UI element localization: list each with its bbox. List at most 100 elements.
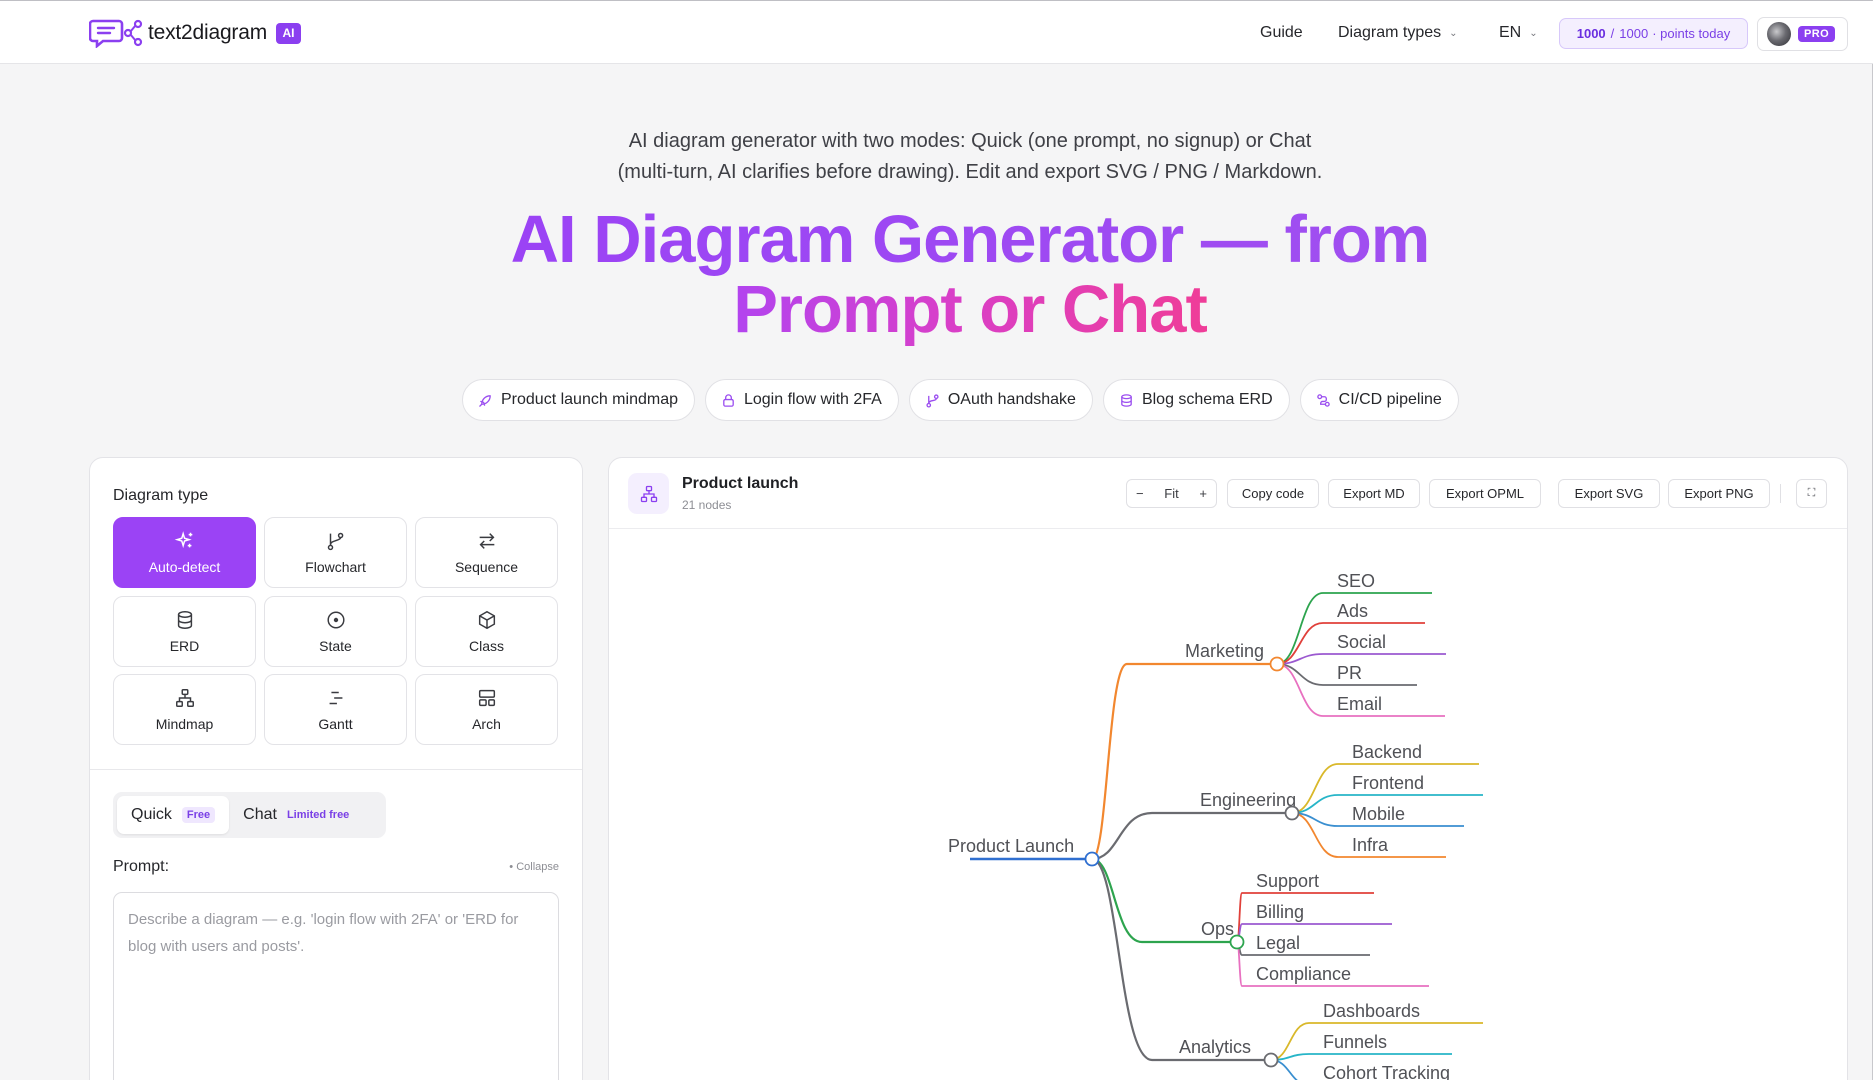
fullscreen-icon[interactable]: ⛶ — [1796, 479, 1827, 508]
branch-icon — [926, 393, 939, 408]
chip-product-launch-mindmap[interactable]: Product launch mindmap — [462, 379, 695, 421]
branch-connector — [1091, 857, 1237, 944]
root-node-circle — [1084, 851, 1100, 867]
brand-name: text2diagram — [148, 21, 267, 44]
mode-quick-label: Quick — [131, 806, 172, 823]
chip-blog-schema-erd[interactable]: Blog schema ERD — [1102, 379, 1290, 421]
pro-badge: PRO — [1798, 26, 1836, 42]
type-flowchart[interactable]: Flowchart — [264, 517, 407, 588]
diagram-canvas-panel: Product launch 21 nodes − Fit + Copy cod… — [608, 457, 1848, 1080]
mode-toggle: Quick Free Chat Limited free — [113, 792, 386, 838]
example-chips: Product launch mindmap Login flow with 2… — [462, 379, 1469, 421]
type-label: Sequence — [454, 559, 519, 575]
type-label: Gantt — [318, 716, 353, 732]
leaf-connector — [1276, 663, 1445, 717]
points-separator: / — [1610, 26, 1615, 41]
collapse-button[interactable]: • Collapse — [509, 861, 559, 873]
nav-guide[interactable]: Guide — [1260, 24, 1303, 42]
mindmap-icon — [628, 473, 669, 514]
hero-title-line1: AI Diagram Generator — from — [510, 202, 1431, 277]
node-leaf: Compliance — [1256, 964, 1351, 984]
chat-diagram-logo-icon — [89, 19, 143, 48]
export-md-button[interactable]: Export MD — [1328, 479, 1420, 508]
type-mindmap[interactable]: Mindmap — [113, 674, 256, 745]
type-gantt[interactable]: Gantt — [264, 674, 407, 745]
brand-logo[interactable]: text2diagram AI — [89, 18, 301, 48]
node-leaf: Legal — [1256, 933, 1300, 953]
points-current: 1000 — [1576, 26, 1606, 41]
zoom-fit-button[interactable]: Fit — [1164, 486, 1179, 501]
chip-label: Product launch mindmap — [501, 391, 678, 408]
diagram-type-label: Diagram type — [113, 487, 209, 504]
chip-login-flow-2fa[interactable]: Login flow with 2FA — [704, 379, 899, 421]
layout-icon — [478, 689, 495, 707]
generator-panel: Diagram type Auto-detect Flowchart Seque… — [89, 457, 583, 1080]
account-menu[interactable]: PRO — [1757, 17, 1848, 51]
mindmap-diagram[interactable]: Product LaunchMarketingSEOAdsSocialPREma… — [609, 458, 1848, 1080]
database-icon — [1121, 393, 1132, 407]
hero-subtitle-line1: AI diagram generator with two modes: Qui… — [628, 130, 1312, 152]
mode-quick-tab[interactable]: Quick Free — [117, 796, 230, 834]
zoom-in-button[interactable]: + — [1199, 486, 1207, 501]
top-navbar: text2diagram AI Guide Diagram types ⌄ EN… — [0, 1, 1873, 64]
points-total: 1000 — [1619, 26, 1649, 41]
prompt-label: Prompt: — [113, 858, 170, 875]
zoom-out-button[interactable]: − — [1136, 486, 1144, 501]
node-leaf: Social — [1337, 632, 1386, 652]
branch-node-circle — [1284, 805, 1300, 821]
node-leaf: Billing — [1256, 902, 1304, 922]
avatar — [1767, 22, 1791, 46]
branch-connector — [1091, 857, 1271, 1062]
language-label: EN — [1499, 24, 1522, 41]
export-png-button[interactable]: Export PNG — [1668, 479, 1770, 508]
language-selector[interactable]: EN ⌄ — [1499, 24, 1538, 42]
chip-label: Login flow with 2FA — [743, 391, 882, 408]
type-state[interactable]: State — [264, 595, 407, 667]
node-leaf: Dashboards — [1323, 1001, 1420, 1021]
export-svg-button[interactable]: Export SVG — [1558, 479, 1660, 508]
type-label: Flowchart — [305, 559, 366, 575]
node-leaf: PR — [1337, 663, 1362, 683]
chip-cicd-pipeline[interactable]: CI/CD pipeline — [1299, 379, 1459, 421]
branch-connector — [1091, 811, 1292, 861]
type-arch[interactable]: Arch — [415, 674, 558, 745]
type-class[interactable]: Class — [415, 595, 558, 667]
type-label: ERD — [169, 637, 200, 654]
chip-oauth-handshake[interactable]: OAuth handshake — [908, 379, 1093, 421]
network-icon — [175, 689, 194, 707]
branch-node-circle — [1269, 656, 1285, 672]
node-branch: Ops — [1201, 919, 1234, 939]
type-sequence[interactable]: Sequence — [415, 517, 558, 588]
type-auto-detect[interactable]: Auto-detect — [113, 517, 256, 588]
gantt-icon — [329, 691, 342, 705]
nav-guide-label: Guide — [1260, 24, 1303, 41]
diagram-title: Product launch — [682, 475, 799, 492]
chip-label: OAuth handshake — [947, 391, 1076, 408]
ai-badge: AI — [276, 22, 301, 44]
leaf-connector — [1270, 1053, 1452, 1061]
node-branch: Marketing — [1185, 641, 1264, 661]
prompt-input[interactable]: Describe a diagram — e.g. 'login flow wi… — [113, 892, 559, 1080]
hero-subtitle-line2: (multi-turn, AI clarifies before drawing… — [617, 161, 1323, 183]
canvas-toolbar: Product launch 21 nodes − Fit + Copy cod… — [609, 458, 1847, 529]
mode-chat-tab[interactable]: Chat Limited free — [229, 796, 363, 834]
copy-code-button[interactable]: Copy code — [1227, 479, 1319, 508]
node-count: 21 nodes — [682, 498, 732, 512]
node-leaf: Frontend — [1352, 773, 1424, 793]
limited-free-badge: Limited free — [286, 809, 350, 821]
chip-label: Blog schema ERD — [1141, 391, 1273, 408]
export-opml-button[interactable]: Export OPML — [1429, 479, 1541, 508]
node-leaf: Cohort Tracking — [1323, 1063, 1450, 1080]
points-counter[interactable]: 1000 / 1000 · points today — [1559, 18, 1748, 49]
node-branch: Analytics — [1179, 1037, 1251, 1057]
type-label: Auto-detect — [148, 559, 221, 575]
hero-subtitle: AI diagram generator with two modes: Qui… — [0, 126, 1873, 188]
branch-node-circle — [1229, 934, 1245, 950]
type-erd[interactable]: ERD — [113, 595, 256, 667]
type-label: Class — [468, 637, 504, 654]
node-leaf: Infra — [1352, 835, 1389, 855]
chip-label: CI/CD pipeline — [1338, 391, 1442, 408]
zoom-controls: − Fit + — [1126, 479, 1217, 508]
nav-diagram-types[interactable]: Diagram types ⌄ — [1338, 24, 1458, 42]
branch-node-circle — [1263, 1052, 1279, 1068]
